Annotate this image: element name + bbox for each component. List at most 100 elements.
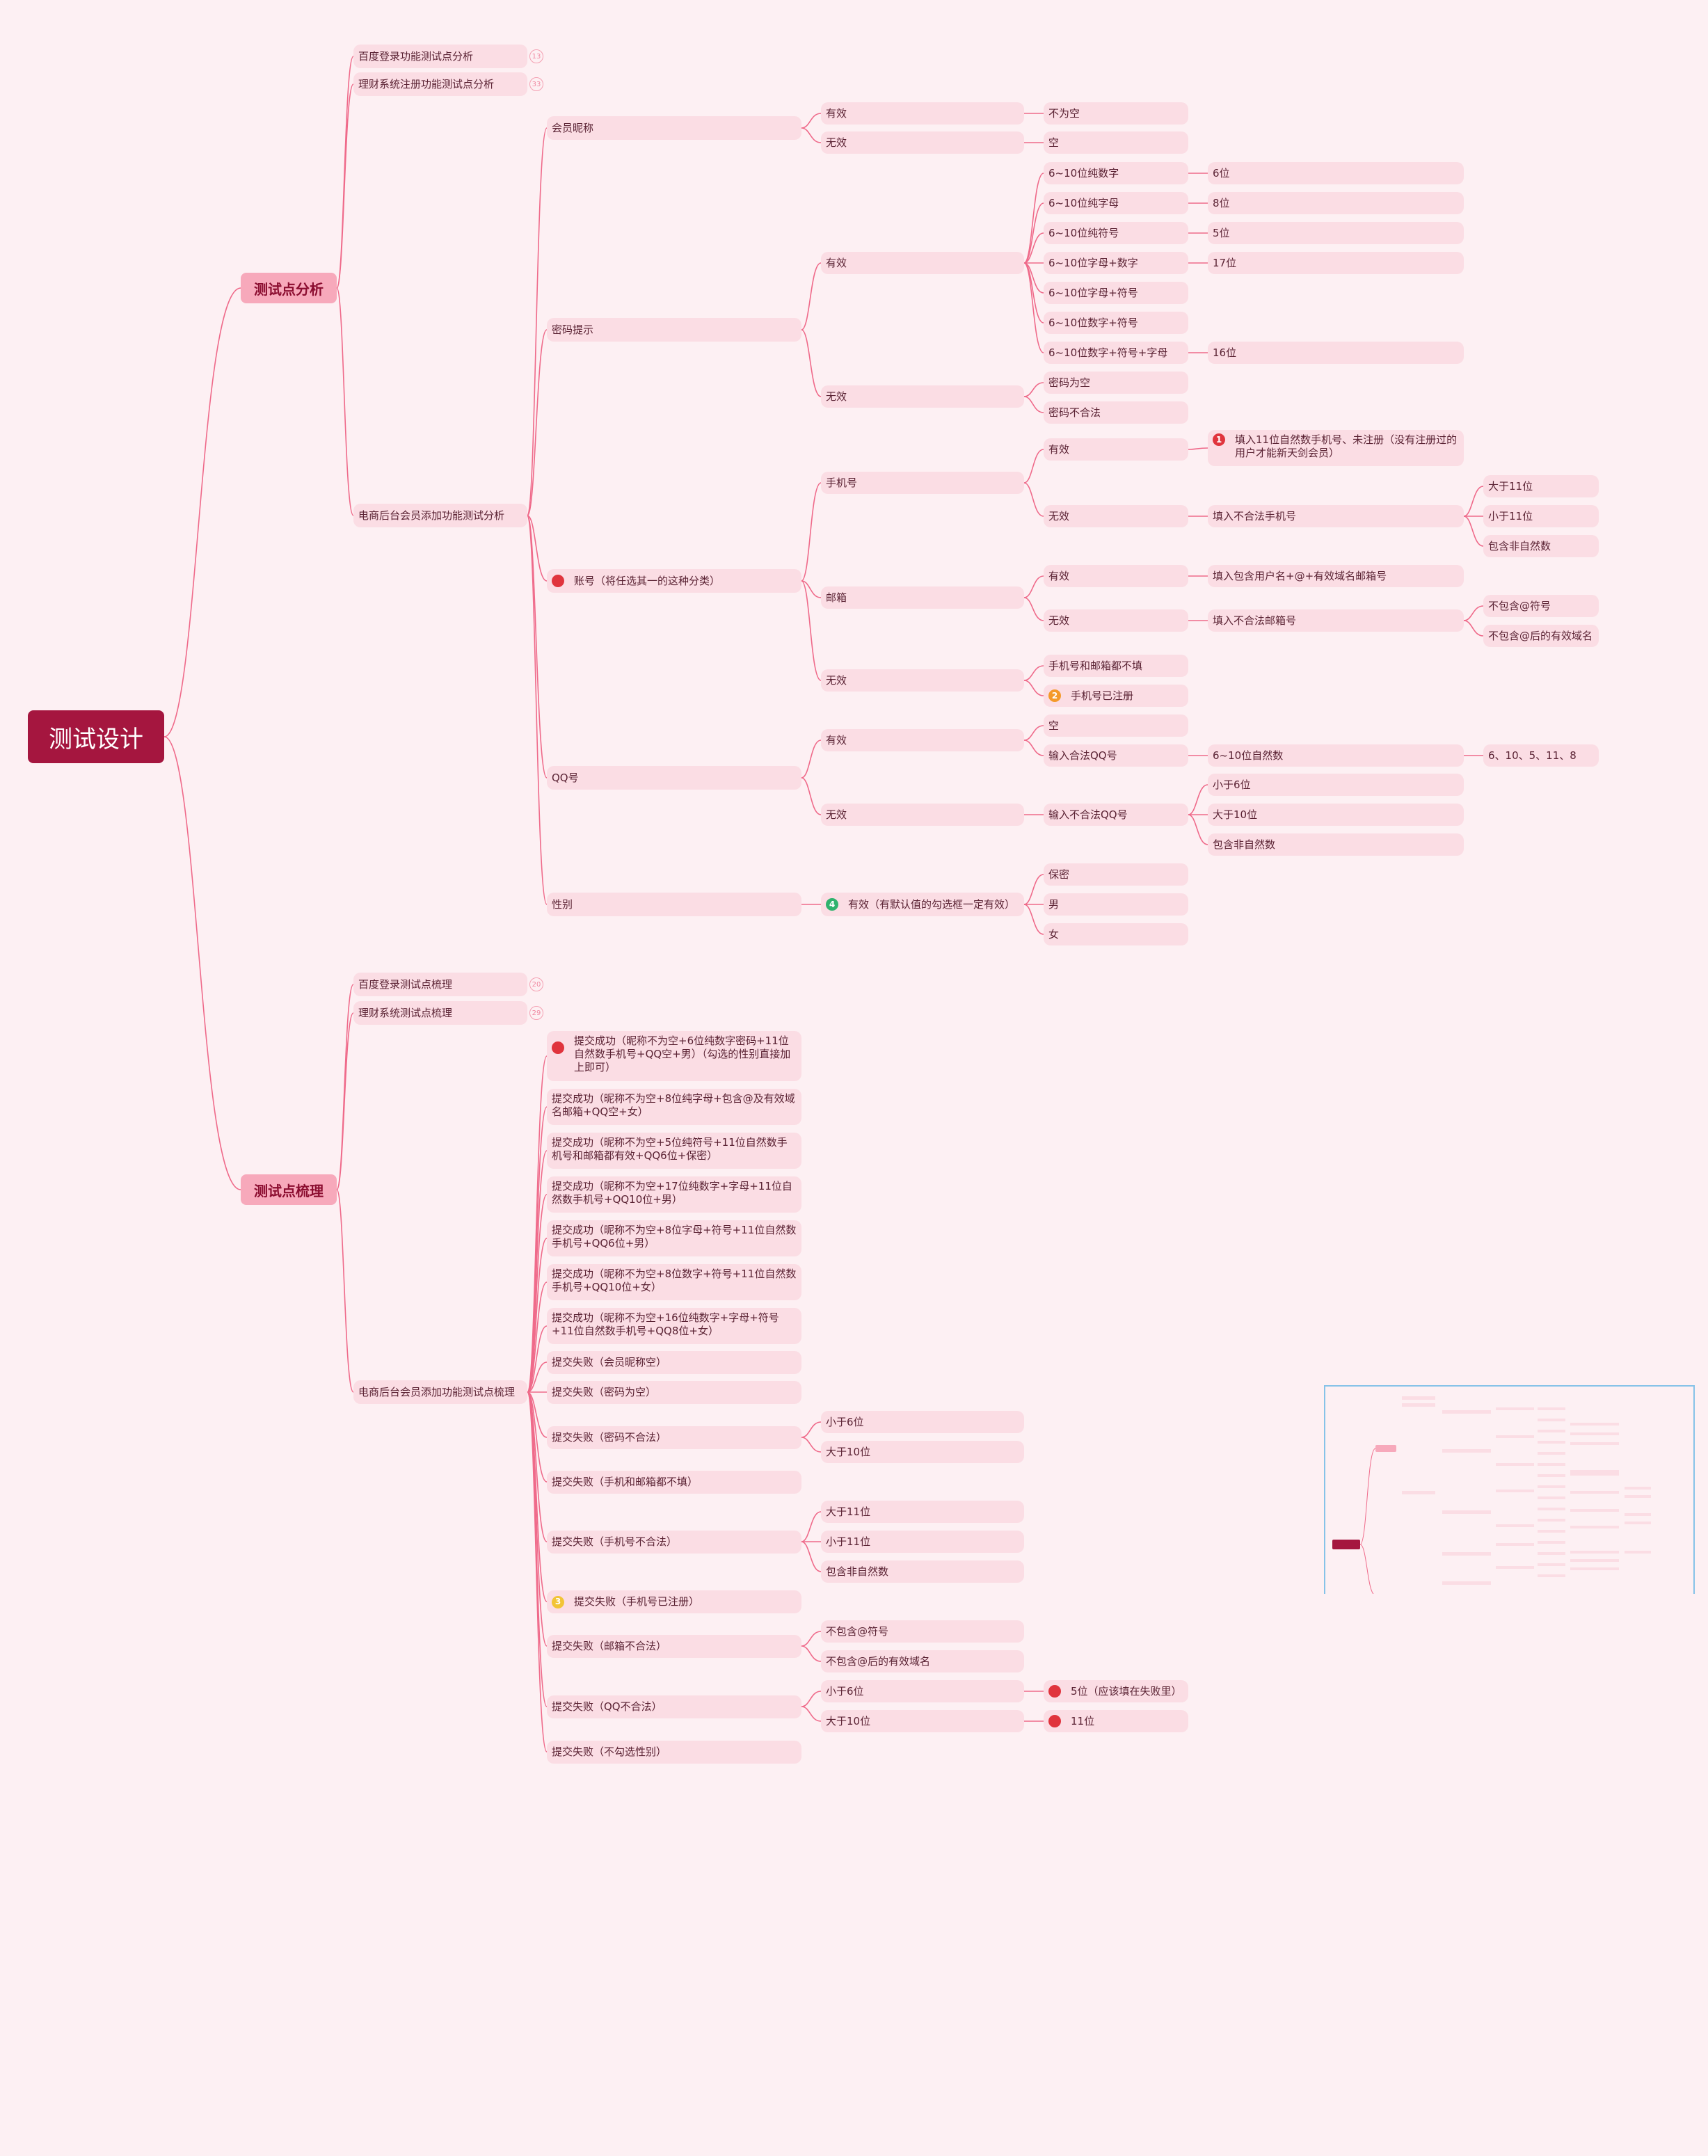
node-phone-invalid-item[interactable]: 包含非自然数 (1483, 535, 1599, 557)
node-pw-invalid[interactable]: 无效 (821, 385, 1024, 408)
node-qq-invalid-item[interactable]: 小于6位 (1208, 774, 1464, 796)
case-fail[interactable]: 提交失败（QQ不合法） (547, 1695, 801, 1718)
node-email-invalid-desc[interactable]: 填入不合法邮箱号 (1208, 609, 1464, 632)
branch-test-analysis[interactable]: 测试点分析 (241, 273, 337, 303)
node-qq-fail-item[interactable]: 大于10位 (821, 1710, 1024, 1732)
node-pw-length[interactable]: 8位 (1208, 192, 1464, 214)
node-phone-invalid-item[interactable]: 小于11位 (1483, 505, 1599, 527)
node-phone-fail-item[interactable]: 大于11位 (821, 1501, 1024, 1523)
node-qq[interactable]: QQ号 (547, 766, 801, 790)
node-pw-valid[interactable]: 有效 (821, 252, 1024, 274)
node-ecommerce-analysis[interactable]: 电商后台会员添加功能测试分析 (353, 504, 527, 527)
node-nick-valid-value[interactable]: 不为空 (1044, 102, 1188, 125)
node-email-valid-desc[interactable]: 填入包含用户名+@+有效域名邮箱号 (1208, 565, 1464, 587)
case-fail[interactable]: 提交失败（密码为空） (547, 1381, 801, 1404)
node-qq-fail-item[interactable]: 小于6位 (821, 1680, 1024, 1702)
node-gender-item[interactable]: 保密 (1044, 863, 1188, 886)
node-email-invalid-item[interactable]: 不包含@符号 (1483, 595, 1599, 617)
collapsed-count-badge[interactable]: 33 (529, 77, 543, 91)
node-phone-invalid-desc[interactable]: 填入不合法手机号 (1208, 505, 1464, 527)
node-pw-fail-item[interactable]: 大于10位 (821, 1441, 1024, 1463)
node-nick-invalid[interactable]: 无效 (821, 131, 1024, 154)
case-success[interactable]: 提交成功（昵称不为空+6位纯数字密码+11位自然数手机号+QQ空+男）（勾选的性… (547, 1031, 801, 1081)
node-account[interactable]: 账号（将任选其一的这种分类） (547, 569, 801, 593)
node-qq-valid-item[interactable]: 空 (1044, 714, 1188, 737)
node-pw-length[interactable]: 6位 (1208, 162, 1464, 184)
node-pw-length[interactable]: 5位 (1208, 222, 1464, 244)
node-email-valid[interactable]: 有效 (1044, 565, 1188, 587)
node-email-fail-item[interactable]: 不包含@后的有效域名 (821, 1650, 1024, 1672)
node-gender-item[interactable]: 男 (1044, 893, 1188, 916)
node-qq-invalid-desc[interactable]: 输入不合法QQ号 (1044, 804, 1188, 826)
node-nickname[interactable]: 会员昵称 (547, 116, 801, 140)
case-success[interactable]: 提交成功（昵称不为空+17位纯数字+字母+11位自然数手机号+QQ10位+男） (547, 1176, 801, 1213)
case-success[interactable]: 提交成功（昵称不为空+8位纯字母+包含@及有效域名邮箱+QQ空+女） (547, 1089, 801, 1125)
node-phone-valid[interactable]: 有效 (1044, 438, 1188, 461)
node-email[interactable]: 邮箱 (821, 586, 1024, 609)
collapsed-count-badge[interactable]: 13 (529, 49, 543, 63)
node-pw-item[interactable]: 6~10位数字+符号+字母 (1044, 342, 1188, 364)
minimap-overview[interactable] (1324, 1385, 1695, 1594)
node-qq-valid-lengths[interactable]: 6、10、5、11、8 (1483, 744, 1599, 767)
case-fail[interactable]: 提交失败（会员昵称空） (547, 1351, 801, 1374)
case-fail[interactable]: 提交失败（手机和邮箱都不填） (547, 1471, 801, 1494)
node-pw-item[interactable]: 6~10位纯数字 (1044, 162, 1188, 184)
node-pw-item[interactable]: 6~10位数字+符号 (1044, 312, 1188, 334)
node-licai-sort[interactable]: 理财系统测试点梳理 (353, 1001, 527, 1025)
node-pw-invalid-item[interactable]: 密码为空 (1044, 372, 1188, 394)
branch-test-sort[interactable]: 测试点梳理 (241, 1174, 337, 1205)
node-baidu-sort[interactable]: 百度登录测试点梳理 (353, 973, 527, 996)
node-gender[interactable]: 性别 (547, 893, 801, 916)
case-fail[interactable]: 提交失败（密码不合法） (547, 1426, 801, 1449)
node-pw-length[interactable]: 17位 (1208, 252, 1464, 274)
case-fail[interactable]: 提交失败（邮箱不合法） (547, 1635, 801, 1658)
node-phone-invalid[interactable]: 无效 (1044, 505, 1188, 527)
node-pw-invalid-item[interactable]: 密码不合法 (1044, 401, 1188, 424)
node-pw-item[interactable]: 6~10位纯字母 (1044, 192, 1188, 214)
node-pw-fail-item[interactable]: 小于6位 (821, 1411, 1024, 1433)
node-pw-item[interactable]: 6~10位字母+数字 (1044, 252, 1188, 274)
collapsed-count-badge[interactable]: 29 (529, 1006, 543, 1020)
node-qq-fail-note[interactable]: 11位 (1044, 1710, 1188, 1732)
node-email-invalid-item[interactable]: 不包含@后的有效域名 (1483, 625, 1599, 647)
case-fail[interactable]: 提交失败（手机号不合法） (547, 1531, 801, 1554)
node-qq-valid[interactable]: 有效 (821, 729, 1024, 751)
node-email-invalid[interactable]: 无效 (1044, 609, 1188, 632)
node-account-invalid-item[interactable]: 手机号和邮箱都不填 (1044, 655, 1188, 677)
node-qq-fail-note[interactable]: 5位（应该填在失败里） (1044, 1680, 1188, 1702)
node-qq-valid-desc[interactable]: 6~10位自然数 (1208, 744, 1464, 767)
node-email-fail-item[interactable]: 不包含@符号 (821, 1620, 1024, 1643)
node-gender-item[interactable]: 女 (1044, 923, 1188, 945)
node-nick-invalid-value[interactable]: 空 (1044, 131, 1188, 154)
node-phone-invalid-item[interactable]: 大于11位 (1483, 475, 1599, 497)
node-pw-item[interactable]: 6~10位纯符号 (1044, 222, 1188, 244)
node-phone[interactable]: 手机号 (821, 472, 1024, 494)
node-pw-length[interactable]: 16位 (1208, 342, 1464, 364)
node-password[interactable]: 密码提示 (547, 318, 801, 342)
node-baidu-analysis[interactable]: 百度登录功能测试点分析 (353, 45, 527, 68)
case-success[interactable]: 提交成功（昵称不为空+8位字母+符号+11位自然数手机号+QQ6位+男） (547, 1220, 801, 1256)
node-qq-invalid-item[interactable]: 大于10位 (1208, 804, 1464, 826)
node-phone-fail-item[interactable]: 小于11位 (821, 1531, 1024, 1553)
node-pw-item[interactable]: 6~10位字母+符号 (1044, 282, 1188, 304)
connector-line (801, 1645, 822, 1662)
node-ecommerce-sort[interactable]: 电商后台会员添加功能测试点梳理 (353, 1380, 527, 1404)
case-fail[interactable]: 提交失败（不勾选性别） (547, 1741, 801, 1764)
node-nick-valid[interactable]: 有效 (821, 102, 1024, 125)
node-account-invalid[interactable]: 无效 (821, 669, 1024, 692)
connector-line (1023, 482, 1044, 517)
node-phone-fail-item[interactable]: 包含非自然数 (821, 1560, 1024, 1583)
node-qq-valid-item[interactable]: 输入合法QQ号 (1044, 744, 1188, 767)
collapsed-count-badge[interactable]: 20 (529, 977, 543, 991)
node-qq-invalid[interactable]: 无效 (821, 804, 1024, 826)
case-success[interactable]: 提交成功（昵称不为空+16位纯数字+字母+符号+11位自然数手机号+QQ8位+女… (547, 1308, 801, 1344)
case-success[interactable]: 提交成功（昵称不为空+8位数字+符号+11位自然数手机号+QQ10位+女） (547, 1264, 801, 1300)
case-success[interactable]: 提交成功（昵称不为空+5位纯符号+11位自然数手机号和邮箱都有效+QQ6位+保密… (547, 1133, 801, 1169)
root-node[interactable]: 测试设计 (28, 710, 164, 763)
node-qq-invalid-item[interactable]: 包含非自然数 (1208, 833, 1464, 856)
node-licai-analysis[interactable]: 理财系统注册功能测试点分析 (353, 72, 527, 96)
